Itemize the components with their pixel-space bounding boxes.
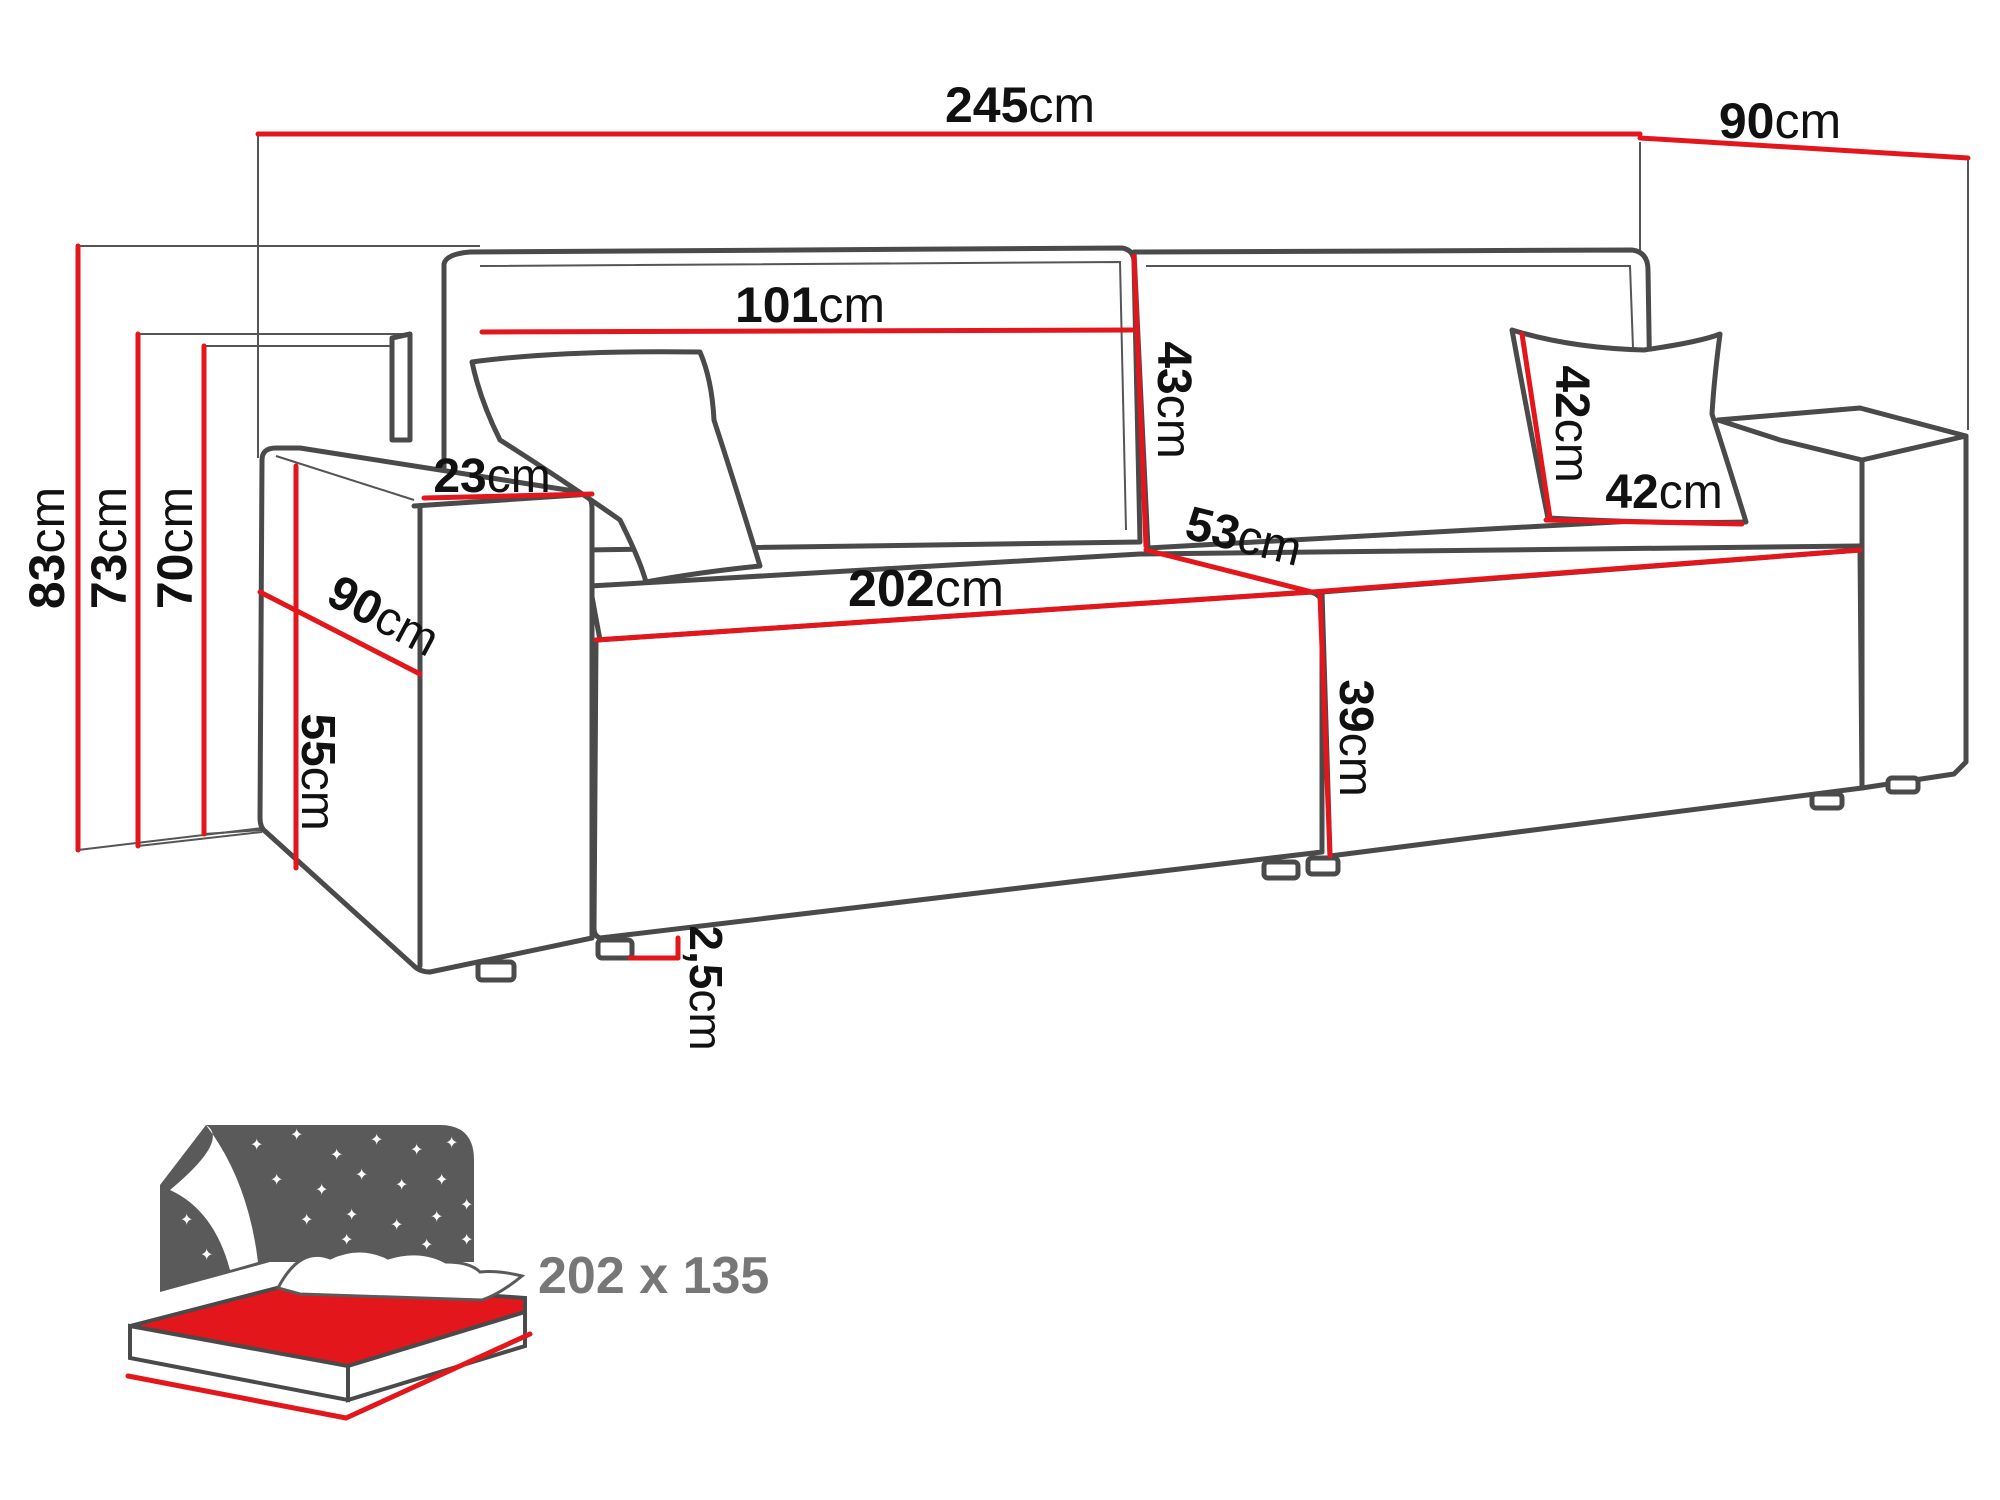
label-height-total: 83cm <box>19 487 75 609</box>
dimline-arm-width <box>421 491 595 501</box>
label-side-height: 55cm <box>291 713 344 830</box>
dimline-back-height <box>1131 253 1149 549</box>
star-icon: ✦ <box>345 1205 358 1224</box>
back-post <box>389 331 413 443</box>
label-pillow-width: 42cm <box>1605 466 1722 519</box>
bed-pillows <box>275 1249 526 1302</box>
label-height-arm: 70cm <box>147 487 203 609</box>
dimline-seat-height <box>1317 593 1333 859</box>
star-icon: ✦ <box>290 1125 303 1144</box>
sofa-drawing <box>77 134 1969 983</box>
leg <box>1809 791 1845 811</box>
label-seat-height: 39cm <box>1329 679 1382 796</box>
label-arm-width: 23cm <box>433 450 550 503</box>
moon-swoosh <box>170 1125 258 1270</box>
leg <box>475 959 517 983</box>
seat-front-right <box>1319 547 1865 859</box>
star-icon: ✦ <box>300 1210 313 1229</box>
label-seat-width: 202cm <box>848 560 1004 618</box>
star-icon: ✦ <box>430 1207 443 1226</box>
dimline-seat-depth <box>1143 547 1315 595</box>
leg <box>1305 855 1341 877</box>
stars: ✦✦✦✦✦✦✦✦✦✦✦✦✦✦✦✦✦✦✦✦✦✦ <box>180 1125 473 1264</box>
star-icon: ✦ <box>390 1215 403 1234</box>
backrest-left-seam <box>479 260 1127 531</box>
leg <box>595 937 635 961</box>
dimline-arm-depth <box>257 589 423 677</box>
star-icon: ✦ <box>435 1170 448 1189</box>
star-icon: ✦ <box>420 1235 433 1254</box>
star-icon: ✦ <box>180 1210 193 1229</box>
star-icon: ✦ <box>395 1175 408 1194</box>
leg <box>1261 859 1301 881</box>
star-icon: ✦ <box>250 1135 263 1154</box>
label-pillow-height: 42cm <box>1545 365 1598 482</box>
star-icon: ✦ <box>460 1195 473 1214</box>
label-total-width: 245cm <box>945 77 1095 133</box>
dimline-seat-width-right <box>1309 547 1863 595</box>
star-icon: ✦ <box>460 1230 473 1249</box>
star-icon: ✦ <box>270 1170 283 1189</box>
star-icon: ✦ <box>340 1230 353 1249</box>
label-leg-height: 2,5cm <box>680 925 732 1050</box>
star-icon: ✦ <box>315 1180 328 1199</box>
star-icon: ✦ <box>355 1165 368 1184</box>
leg <box>1885 775 1921 795</box>
left-armrest-seam <box>275 455 415 501</box>
bed-size-label: 202 x 135 <box>538 1247 769 1305</box>
dimline-depth <box>1637 135 1971 161</box>
seat-front-left <box>591 589 1325 941</box>
bed-dimension-line <box>125 1331 533 1421</box>
left-armrest <box>257 445 595 975</box>
star-icon: ✦ <box>200 1245 213 1264</box>
star-icon: ✦ <box>330 1145 343 1164</box>
star-icon: ✦ <box>370 1130 383 1149</box>
star-icon: ✦ <box>445 1133 458 1152</box>
dimline-seat-width-left <box>593 589 1315 643</box>
dimline-pillow-width <box>1543 517 1745 527</box>
label-height-back: 73cm <box>81 487 137 609</box>
bed-mattress-right <box>346 1309 527 1403</box>
label-back-height: 43cm <box>1147 341 1200 458</box>
dimension-lines <box>75 131 1971 961</box>
pillow-right <box>1509 327 1749 525</box>
dimline-back-width <box>479 327 1135 335</box>
pillow-left <box>469 349 763 585</box>
right-armrest-top-edge <box>1859 433 1969 463</box>
sleep-function-icon: ✦✦✦✦✦✦✦✦✦✦✦✦✦✦✦✦✦✦✦✦✦✦ <box>125 1125 533 1421</box>
sofa-legs <box>475 775 1921 983</box>
extension-lines <box>77 134 1969 851</box>
star-icon: ✦ <box>240 1220 253 1239</box>
star-icon: ✦ <box>410 1140 423 1159</box>
label-depth: 90cm <box>1719 93 1841 149</box>
dimline-pillow-height <box>1519 331 1553 521</box>
dimension-labels: 245cm 90cm 83cm 73cm 70cm 23cm 90cm 55cm… <box>19 77 1841 1051</box>
label-back-width: 101cm <box>735 277 885 333</box>
right-armrest <box>1715 405 1969 791</box>
